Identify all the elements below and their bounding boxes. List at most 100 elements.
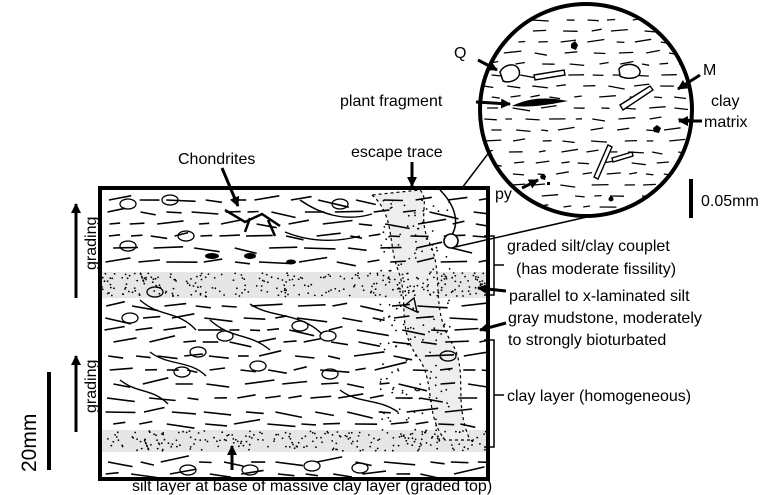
matrix-dash	[513, 174, 524, 175]
stipple-dot	[371, 286, 373, 288]
matrix-dash	[484, 140, 502, 141]
matrix-dash	[484, 119, 497, 120]
lamination-dash	[294, 367, 307, 370]
stipple-dot	[362, 449, 364, 451]
stipple-dot	[373, 438, 375, 440]
stipple-dot	[482, 273, 484, 275]
lamination-dash	[283, 341, 296, 342]
lamination-dash	[333, 474, 352, 477]
stipple-dot	[298, 442, 300, 444]
burrow-oval	[120, 241, 136, 251]
stipple-dot	[426, 442, 428, 444]
lamination-dash	[268, 370, 287, 373]
stipple-dot	[205, 291, 207, 293]
stipple-dot	[392, 437, 394, 439]
stipple-dot	[412, 437, 414, 439]
stipple-dot	[199, 439, 201, 441]
stipple-dot	[300, 277, 302, 279]
stipple-dot	[444, 431, 446, 433]
stipple-dot	[243, 278, 245, 280]
stipple-dot	[388, 247, 390, 249]
stipple-dot	[456, 295, 458, 297]
lamination-dash	[245, 380, 275, 384]
stipple-dot	[205, 439, 207, 441]
stipple-dot	[143, 280, 145, 282]
stipple-dot	[357, 275, 359, 277]
lamination-dash	[105, 327, 125, 331]
stipple-dot	[351, 278, 353, 280]
label-plant-fragment: plant fragment	[340, 93, 443, 110]
stipple-dot	[149, 431, 151, 433]
lamination-dash	[452, 248, 472, 253]
stipple-dot	[121, 277, 123, 279]
stipple-dot	[285, 432, 287, 434]
stipple-dot	[467, 448, 469, 450]
stipple-dot	[406, 394, 408, 396]
stipple-dot	[404, 437, 406, 439]
stipple-dot	[110, 284, 112, 286]
stipple-dot	[213, 437, 215, 439]
stipple-dot	[435, 419, 437, 421]
stipple-dot	[113, 287, 115, 289]
stipple-dot	[462, 272, 464, 274]
stipple-dot	[382, 363, 384, 365]
stipple-dot	[383, 251, 385, 253]
stipple-dot	[436, 397, 438, 399]
lamination-dash	[224, 462, 244, 466]
stipple-dot	[475, 287, 477, 289]
stipple-dot	[285, 292, 287, 294]
stipple-dot	[389, 278, 391, 280]
stipple-dot	[392, 200, 394, 202]
stipple-dot	[380, 411, 382, 413]
stipple-dot	[414, 411, 416, 413]
stipple-dot	[107, 438, 109, 440]
stipple-dot	[421, 251, 423, 253]
stipple-dot	[421, 438, 423, 440]
stipple-dot	[375, 288, 377, 290]
lamination-dash	[278, 474, 295, 476]
stipple-dot	[204, 430, 206, 432]
stipple-dot	[473, 275, 475, 277]
label-silt-base: silt layer at base of massive clay layer…	[132, 478, 492, 495]
stipple-dot	[124, 288, 126, 290]
stipple-dot	[328, 274, 330, 276]
lamination-dash	[164, 327, 187, 330]
stipple-dot	[153, 433, 155, 435]
stipple-dot	[400, 294, 402, 296]
stipple-dot	[416, 277, 418, 279]
stipple-dot	[107, 280, 109, 282]
stipple-dot	[340, 436, 342, 438]
stipple-dot	[328, 291, 330, 293]
stipple-dot	[435, 339, 437, 341]
stipple-dot	[193, 285, 195, 287]
stipple-dot	[134, 290, 136, 292]
stipple-dot	[418, 228, 420, 230]
stipple-dot	[334, 288, 336, 290]
stipple-dot	[436, 442, 438, 444]
stipple-dot	[349, 437, 351, 439]
matrix-dash	[664, 174, 670, 175]
stipple-dot	[193, 443, 195, 445]
stipple-dot	[186, 432, 188, 434]
lamination-dash	[139, 422, 152, 425]
lamination-dash	[192, 212, 219, 214]
stipple-dot	[293, 285, 295, 287]
stipple-dot	[402, 392, 404, 394]
stipple-dot	[430, 401, 432, 403]
stipple-dot	[412, 433, 414, 435]
stipple-dot	[435, 429, 437, 431]
matrix-dash	[507, 207, 518, 208]
stipple-dot	[384, 450, 386, 452]
stipple-dot	[291, 442, 293, 444]
lamination-dash	[394, 356, 413, 360]
lamination-dash	[199, 223, 209, 224]
burrow-oval	[242, 465, 258, 475]
stipple-dot	[359, 432, 361, 434]
stipple-dot	[262, 280, 264, 282]
stipple-dot	[275, 434, 277, 436]
stipple-dot	[348, 432, 350, 434]
lamination-dash	[310, 396, 331, 398]
burrow-oval	[250, 361, 266, 371]
stipple-dot	[481, 280, 483, 282]
stipple-dot	[110, 287, 112, 289]
